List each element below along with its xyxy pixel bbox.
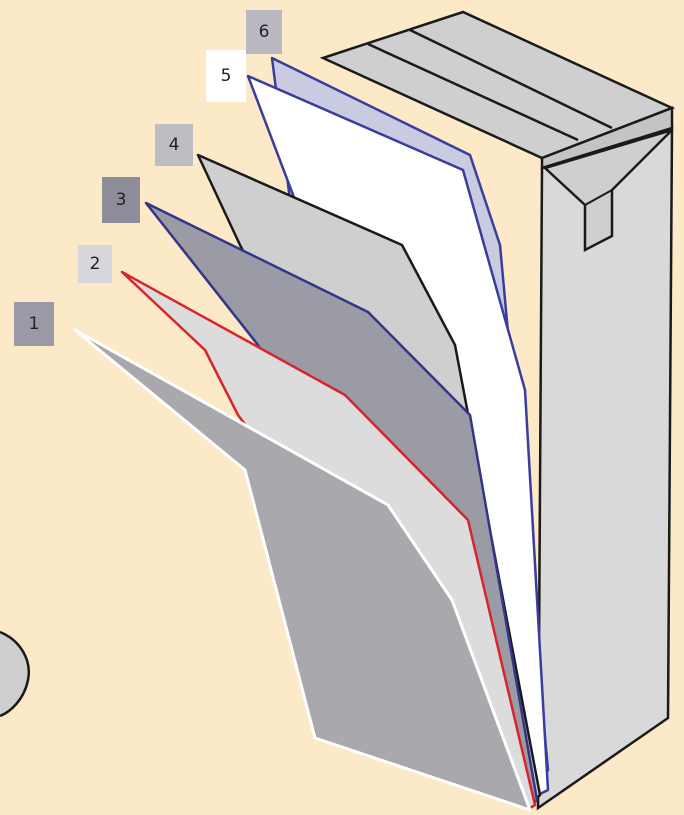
layer-label-2: 2	[78, 245, 112, 283]
layer-label-4: 4	[155, 124, 193, 166]
partial-ellipse-shape	[0, 630, 30, 718]
layer-label-1: 1	[14, 302, 54, 346]
carton-flap-crease	[584, 189, 613, 206]
carton-fold-line	[367, 42, 579, 142]
carton-fold-line	[409, 28, 613, 130]
carton-top-seal	[540, 106, 674, 170]
layer-label-6: 6	[246, 10, 282, 54]
carton-box	[319, 10, 676, 811]
layer-label-3: 3	[102, 177, 140, 223]
layer-label-5: 5	[206, 50, 246, 102]
layer-1-sheet	[73, 328, 532, 812]
